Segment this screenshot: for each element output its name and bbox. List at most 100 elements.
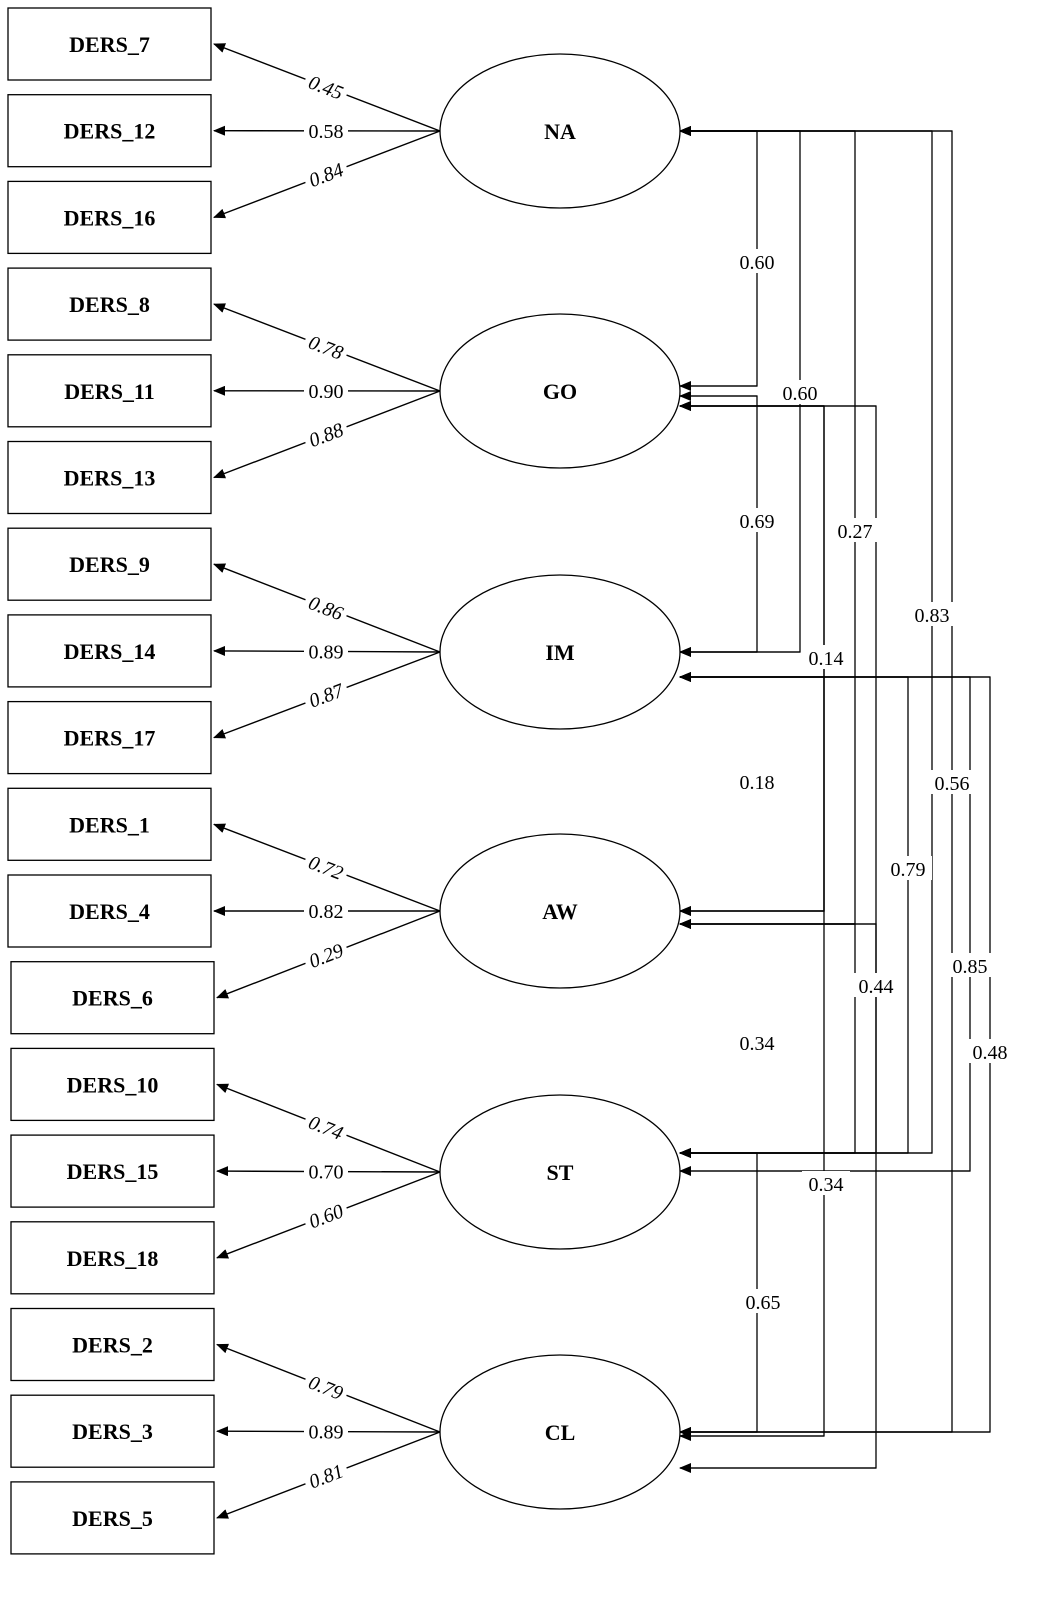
factor-ellipse [439, 1354, 681, 1510]
correlation-label-bg [928, 770, 976, 794]
loading-label-group: 0.78 [301, 328, 351, 365]
correlation-label-bg [733, 508, 781, 532]
loading-value: 0.29 [306, 940, 347, 973]
correlation-label-bg [884, 856, 932, 880]
factor-label: NA [544, 119, 576, 144]
loading-label-group: 0.74 [301, 1108, 351, 1145]
loading-label-group: 0.79 [301, 1368, 351, 1405]
indicator-box: DERS_6 [10, 961, 215, 1035]
loading-label-bg [301, 328, 351, 365]
correlation-label-bg [966, 1039, 1014, 1063]
indicator-rect [7, 180, 212, 255]
correlation-value: 0.65 [746, 1292, 781, 1314]
correlation-path [679, 919, 877, 1473]
loading-label-group: 0.82 [304, 899, 348, 923]
factor-aw: AW [439, 833, 681, 989]
indicator-rect [10, 1394, 215, 1468]
indicator-box: DERS_15 [10, 1134, 215, 1208]
indicator-label: DERS_15 [67, 1159, 159, 1184]
loading-label-bg [301, 936, 351, 973]
indicator-label: DERS_10 [67, 1072, 159, 1097]
loading-value: 0.89 [309, 1422, 344, 1444]
factor-im: IM [439, 574, 681, 730]
loading-label-bg [301, 1368, 351, 1405]
loading-value: 0.84 [306, 159, 347, 192]
indicator-rect [7, 267, 212, 341]
indicator-box: DERS_3 [10, 1394, 215, 1468]
indicator-box: DERS_17 [7, 700, 212, 775]
indicator-rect [10, 1134, 215, 1208]
loading-value: 0.78 [305, 332, 346, 365]
factor-label: CL [545, 1420, 576, 1445]
indicator-box: DERS_11 [7, 354, 212, 428]
factor-ellipse [439, 833, 681, 989]
correlation-label-bg [852, 973, 900, 997]
loading-value: 0.89 [309, 641, 344, 663]
indicator-label: DERS_18 [67, 1246, 159, 1271]
correlation-label-bg [946, 953, 994, 977]
correlation-label-bg [733, 1030, 781, 1054]
correlation-label-group: 0.44 [852, 973, 900, 998]
loading-label-bg [301, 848, 351, 885]
loading-value: 0.88 [306, 419, 347, 452]
loading-label-group: 0.72 [301, 848, 351, 885]
factor-ellipse [439, 574, 681, 730]
indicator-box: DERS_4 [7, 874, 212, 948]
loading-value: 0.74 [305, 1112, 346, 1145]
loading-label-group: 0.29 [301, 936, 351, 973]
loading-label-bg [301, 1108, 351, 1145]
correlation-label-group: 0.14 [802, 645, 850, 670]
indicator-rect [7, 354, 212, 428]
correlation-label-group: 0.27 [831, 518, 879, 543]
factor-label: ST [547, 1160, 574, 1185]
correlation-label-group: 0.65 [739, 1289, 787, 1314]
correlation-label-bg [776, 380, 824, 404]
indicator-label: DERS_2 [72, 1333, 153, 1358]
indicator-box: DERS_16 [7, 180, 212, 255]
indicator-box: DERS_8 [7, 267, 212, 341]
loading-label-bg [304, 118, 348, 141]
loading-value: 0.86 [305, 592, 346, 625]
correlation-label-group: 0.34 [802, 1171, 850, 1196]
loading-label-bg [301, 676, 351, 713]
loading-value: 0.45 [305, 71, 346, 104]
correlation-label-group: 0.79 [884, 856, 932, 881]
indicator-rect [10, 1307, 215, 1382]
correlation-label-bg [802, 645, 850, 669]
correlation-value: 0.18 [740, 772, 775, 794]
correlation-label-bg [739, 1289, 787, 1313]
indicator-rect [7, 614, 212, 688]
correlation-bracket [680, 130, 933, 1154]
correlation-bracket [680, 405, 825, 1437]
loading-label-group: 0.87 [301, 676, 351, 713]
loading-value: 0.60 [306, 1200, 347, 1233]
loading-label-bg [301, 1196, 351, 1234]
indicator-label: DERS_7 [69, 32, 150, 57]
factor-go: GO [439, 313, 681, 469]
factor-ellipse [439, 53, 681, 209]
factor-label: IM [545, 640, 575, 665]
loading-label-bg [301, 68, 351, 105]
indicator-box: DERS_2 [10, 1307, 215, 1382]
correlation-value: 0.48 [973, 1042, 1008, 1064]
loading-label-bg [301, 588, 351, 625]
indicator-rect [7, 787, 212, 861]
indicator-rect [10, 1221, 215, 1295]
correlation-value: 0.85 [953, 956, 988, 978]
correlation-value: 0.60 [740, 252, 775, 274]
indicator-box: DERS_7 [7, 7, 212, 81]
factor-na: NA [439, 53, 681, 209]
correlation-value: 0.56 [935, 773, 970, 795]
loading-label-bg [304, 1419, 348, 1442]
correlation-label-group: 0.60 [733, 249, 781, 274]
correlation-value: 0.34 [740, 1033, 775, 1055]
correlation-bracket [680, 923, 877, 1469]
loading-label-group: 0.89 [304, 1419, 348, 1444]
loading-label-group: 0.89 [304, 639, 348, 663]
correlation-value: 0.34 [809, 1174, 844, 1196]
correlation-label-group: 0.56 [928, 770, 976, 795]
correlation-bracket [680, 676, 825, 912]
indicator-label: DERS_16 [64, 205, 156, 230]
indicator-rect [7, 440, 212, 515]
indicator-box: DERS_13 [7, 440, 212, 515]
